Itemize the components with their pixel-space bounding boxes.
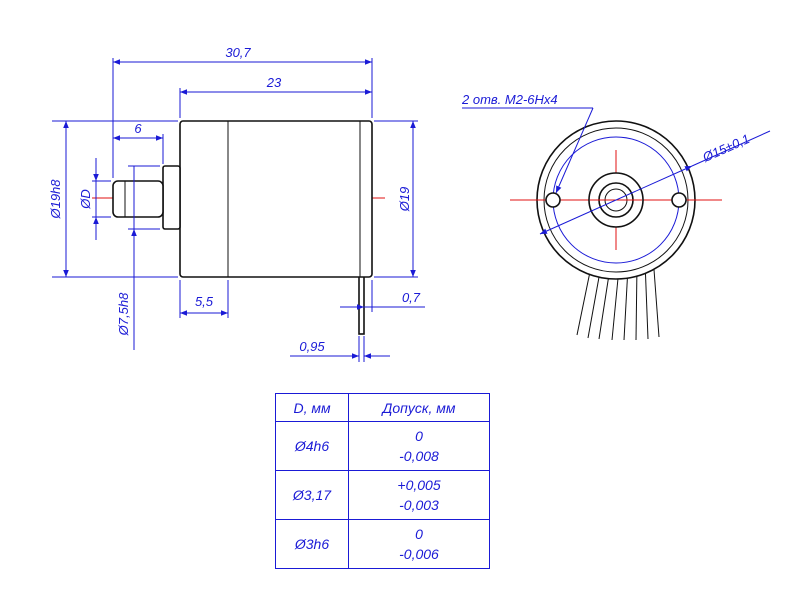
holes-callout: 2 отв. М2-6Нх4 — [461, 92, 558, 107]
pcd-label: Ø15±0,1 — [699, 131, 751, 165]
tol-upper: 0 — [415, 526, 423, 542]
cell-tolerance: 0 -0,006 — [348, 519, 490, 569]
mounting-hole-left — [545, 192, 561, 208]
table-row: Ø3,17 +0,005 -0,003 — [275, 470, 490, 520]
cell-d: Ø4h6 — [275, 421, 349, 471]
dim-shaft-length: 6 — [134, 121, 142, 136]
dim-flange-width: 5,5 — [195, 294, 214, 309]
shaft — [112, 180, 164, 218]
mounting-hole-right — [671, 192, 687, 208]
tol-lower: -0,008 — [399, 448, 439, 464]
dim-overall-length: 30,7 — [225, 45, 251, 60]
dim-body-dia-right: Ø19 — [397, 187, 412, 213]
tol-upper: 0 — [415, 428, 423, 444]
dim-body-dia-left: Ø19h8 — [48, 179, 63, 220]
side-view: 30,7 23 6 5,5 0,7 0,95 Ø19h8 ØD Ø7,5h8 Ø… — [48, 45, 425, 362]
front-view: 2 отв. М2-6Нх4 Ø15±0,1 — [461, 92, 771, 341]
dim-terminal-thickness: 0,95 — [299, 339, 325, 354]
pcd-leader — [691, 130, 771, 167]
terminal-tab — [358, 275, 365, 335]
table-row: Ø4h6 0 -0,008 — [275, 421, 490, 471]
cell-d: Ø3,17 — [275, 470, 349, 520]
motor-body — [179, 120, 373, 278]
cell-d: Ø3h6 — [275, 519, 349, 569]
table-row: Ø3h6 0 -0,006 — [275, 519, 490, 569]
dim-boss-dia: Ø7,5h8 — [116, 292, 131, 336]
cell-tolerance: 0 -0,008 — [348, 421, 490, 471]
tolerance-table: D, мм Допуск, мм Ø4h6 0 -0,008 Ø3,17 +0,… — [275, 393, 490, 569]
pcd-dim-line — [539, 165, 693, 235]
header-tolerance: Допуск, мм — [348, 393, 490, 422]
dim-terminal-gap: 0,7 — [402, 290, 421, 305]
dim-shaft-dia: ØD — [78, 189, 93, 210]
tol-lower: -0,003 — [399, 497, 439, 513]
tol-lower: -0,006 — [399, 546, 439, 562]
tol-upper: +0,005 — [397, 477, 441, 493]
cell-tolerance: +0,005 -0,003 — [348, 470, 490, 520]
header-d: D, мм — [275, 393, 349, 422]
flange-boss — [162, 165, 181, 230]
dim-body-length: 23 — [266, 75, 282, 90]
table-header-row: D, мм Допуск, мм — [275, 393, 490, 422]
